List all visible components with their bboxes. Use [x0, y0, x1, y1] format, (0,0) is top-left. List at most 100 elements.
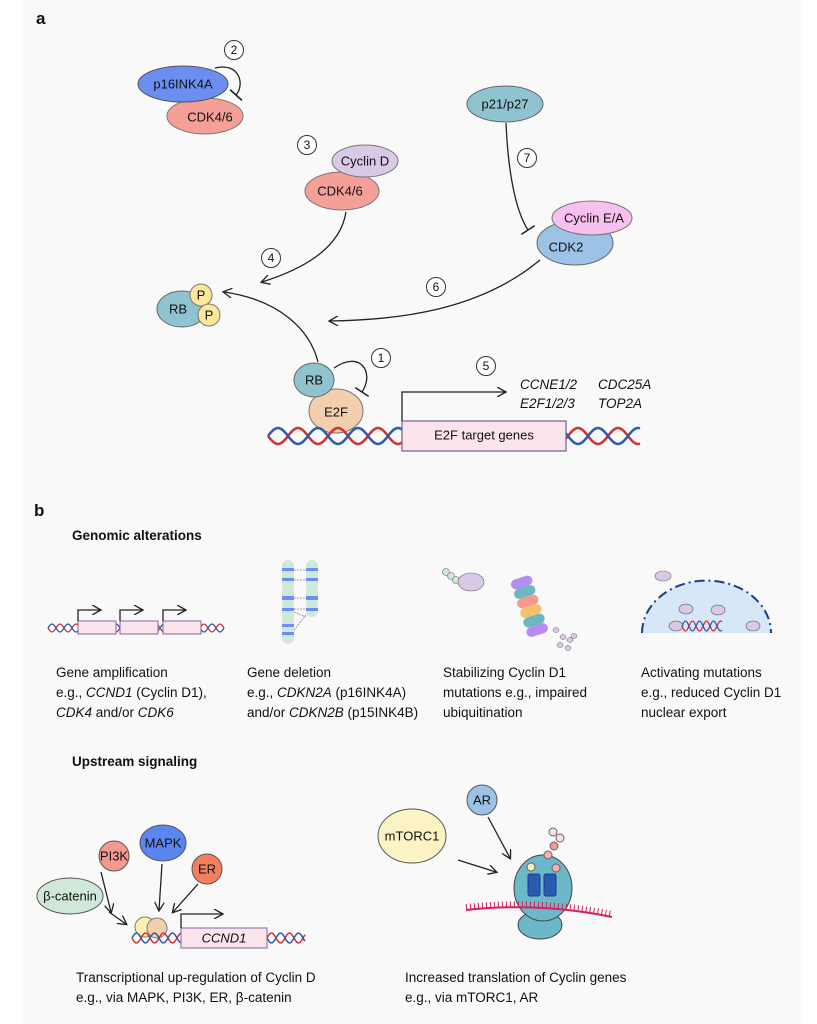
p16-inhibits-cdk46: p16INK4A CDK4/6 — [137, 65, 244, 135]
caption-line: nuclear export — [641, 705, 727, 720]
beta-catenin-label: β-catenin — [43, 888, 97, 903]
step-circle — [476, 356, 496, 376]
er-node — [191, 853, 223, 885]
p21-p27: p21/p27 — [466, 85, 544, 123]
caption-line: and/or CDKN2B (p15INK4B) — [247, 705, 418, 720]
dna-strand — [681, 620, 723, 632]
amplified-gene-copy — [119, 620, 159, 635]
gene-top2a: TOP2A — [598, 396, 642, 411]
cyclin-ea-node — [551, 200, 633, 236]
cdk46-label-top: CDK4/6 — [187, 109, 233, 124]
genomic-alterations-title: Genomic alterations — [72, 528, 202, 543]
caption-line: Gene amplification — [56, 665, 168, 680]
arrow-cdk46-to-rb — [262, 211, 347, 282]
caption-line: Activating mutations — [641, 665, 762, 680]
step-circle — [297, 135, 317, 155]
ccnd1-box — [180, 927, 268, 949]
caption-line: e.g., CCND1 (Cyclin D1), — [56, 685, 207, 700]
cyclin-d-cdk46-complex: Cyclin D CDK4/6 — [304, 144, 399, 211]
arrow-rb-to-phospho-rb — [224, 292, 319, 363]
cdk46-label-mid: CDK4/6 — [317, 183, 363, 198]
caption-line: ubiquitination — [443, 705, 523, 720]
beta-catenin-node — [36, 877, 104, 915]
cyclin-ea-label: Cyclin E/A — [564, 210, 624, 225]
step-circle — [261, 248, 281, 268]
rb-e2f-complex: RB E2F — [293, 362, 364, 434]
e2f-node — [308, 388, 364, 434]
caption-line: mutations e.g., impaired — [443, 685, 587, 700]
phosphate-label-1: P — [197, 287, 206, 302]
rb-node — [293, 362, 335, 398]
rb-label-phospho: RB — [169, 301, 187, 316]
step-number: 7 — [524, 151, 531, 165]
rb-inhibits-e2f — [333, 360, 370, 398]
e2f-target-genes-label: E2F target genes — [434, 427, 534, 442]
transcription-start-arrow — [401, 392, 505, 421]
caption-line: CDK4 and/or CDK6 — [56, 705, 174, 720]
rb-label: RB — [305, 372, 323, 387]
gene-amplification-icon — [47, 610, 225, 635]
mapk-label: MAPK — [145, 835, 182, 850]
pi3k-label: PI3K — [100, 848, 129, 863]
phosphorylated-rb: RB P P — [156, 283, 221, 328]
upstream-signaling-title: Upstream signaling — [72, 754, 197, 769]
e2f-target-genes-box — [401, 420, 567, 452]
step-number: 5 — [483, 359, 490, 373]
transcriptional-icon: PI3K MAPK ER β-catenin — [36, 824, 223, 939]
mtorc1-label: mTORC1 — [385, 828, 440, 843]
caption-line: Stabilizing Cyclin D1 — [443, 665, 566, 680]
er-label: ER — [198, 861, 216, 876]
step-numbers: 1 2 3 4 5 6 7 — [224, 40, 537, 376]
cyclin-d-label: Cyclin D — [341, 153, 389, 168]
amplified-gene-copy — [77, 620, 117, 635]
panel-a-label: a — [36, 9, 46, 28]
phosphate-1 — [189, 283, 213, 307]
caption-line: e.g., via MAPK, PI3K, ER, β-catenin — [76, 990, 292, 1005]
step-number: 6 — [433, 280, 440, 294]
nucleus-dna — [681, 620, 723, 632]
ar-label: AR — [473, 792, 491, 807]
cyclin-d-node — [331, 144, 399, 178]
step-circle — [371, 348, 391, 368]
mtorc1-node — [377, 808, 447, 864]
p16ink4a-label: p16INK4A — [153, 76, 213, 91]
caption-line: Increased translation of Cyclin genes — [405, 970, 627, 985]
cdk2-label: CDK2 — [549, 239, 584, 254]
e2f-label: E2F — [324, 404, 348, 419]
phosphate-2 — [197, 303, 221, 327]
caption-line: Gene deletion — [247, 665, 331, 680]
caption-line: e.g., CDKN2A (p16INK4A) — [247, 685, 406, 700]
ar-node — [466, 784, 498, 816]
gene-cdc25a: CDC25A — [598, 377, 651, 392]
step-number: 2 — [231, 43, 238, 57]
amplified-gene-copy — [162, 620, 202, 635]
gene-deletion-icon — [282, 560, 318, 644]
caption-line: Transcriptional up-regulation of Cyclin … — [76, 970, 316, 985]
cyclin-ea-cdk2-complex: Cyclin E/A CDK2 — [536, 200, 633, 266]
gene-ccne: CCNE1/2 — [520, 377, 578, 392]
phosphate-label-2: P — [205, 307, 214, 322]
caption-line: e.g., reduced Cyclin D1 — [641, 685, 781, 700]
p21-p27-label: p21/p27 — [482, 96, 529, 111]
step-number: 3 — [304, 138, 311, 152]
step-number: 1 — [378, 351, 385, 365]
nucleus-icon — [641, 570, 772, 634]
p16ink4a-node — [137, 65, 229, 103]
ccnd1-tss-arrow — [180, 914, 222, 928]
panel-b-label: b — [34, 501, 44, 520]
step-circle — [224, 40, 244, 60]
p21-inhibits-cdk2 — [505, 122, 536, 236]
gene-e2f: E2F1/2/3 — [520, 396, 575, 411]
proteasome-icon — [442, 568, 578, 651]
arrow-cdk2-to-rb — [330, 259, 541, 321]
mapk-node — [139, 824, 187, 862]
step-circle — [426, 277, 446, 297]
translation-icon: AR mTORC1 — [377, 784, 613, 940]
p21-p27-node — [466, 85, 544, 123]
step-circle — [517, 148, 537, 168]
step-number: 4 — [268, 251, 275, 265]
pi3k-node — [98, 840, 130, 872]
ccnd1-label: CCND1 — [202, 930, 247, 945]
caption-line: e.g., via mTORC1, AR — [405, 990, 539, 1005]
